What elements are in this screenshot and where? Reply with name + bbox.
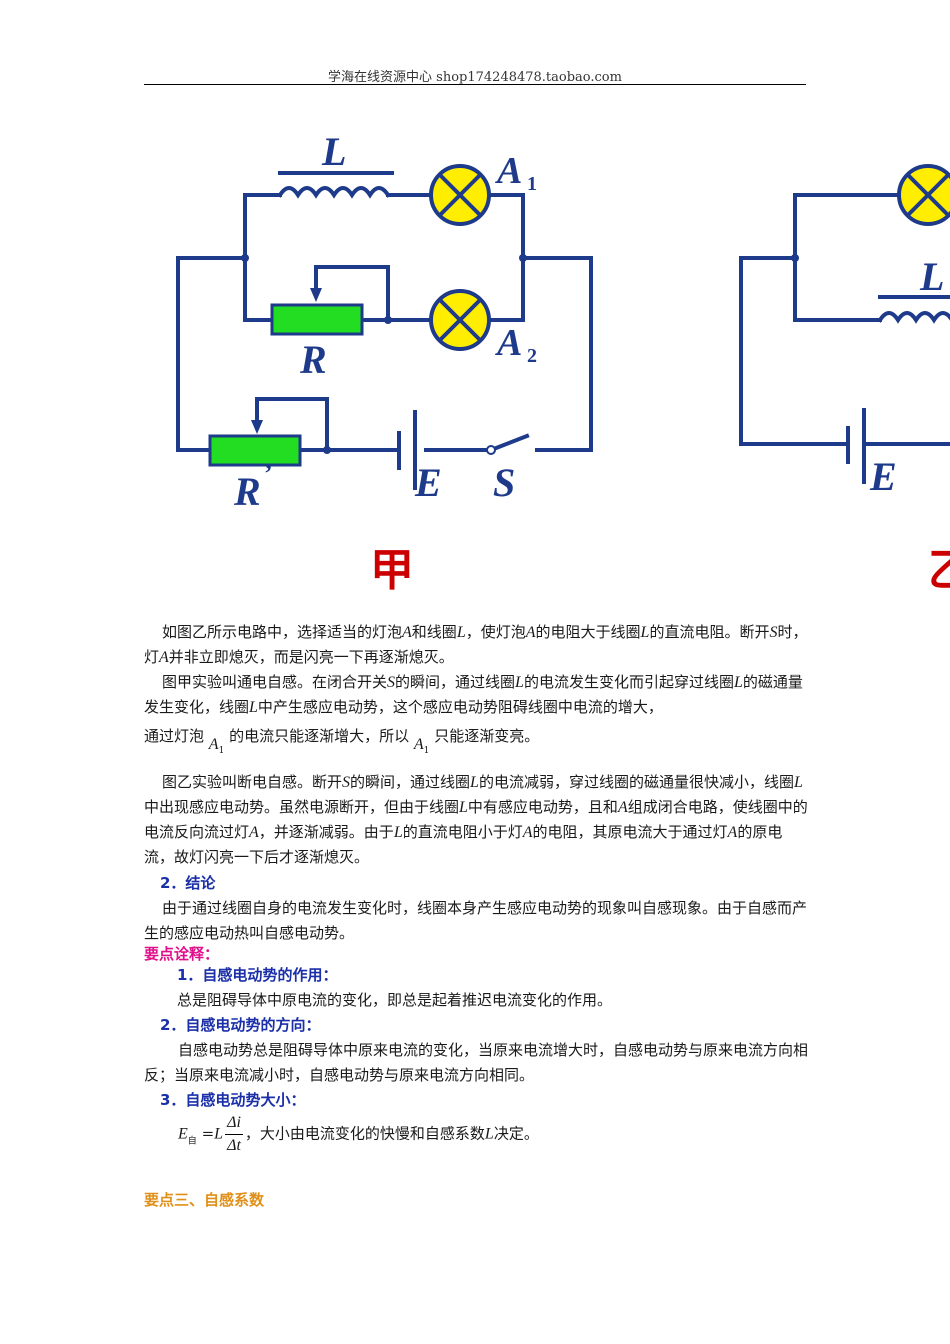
lamp-A1 xyxy=(429,164,491,226)
heading-emf-direction: 2．自感电动势的方向： xyxy=(160,1016,321,1034)
caption-jia: 甲 xyxy=(370,545,414,596)
label-R: R xyxy=(299,337,327,382)
junction-dot xyxy=(384,316,392,324)
label-A1: A xyxy=(495,150,522,192)
junction-dot xyxy=(241,254,249,262)
paragraph-jia-cont: 通过灯泡 A1 的电流只能逐渐增大，所以 A1 只能逐渐变亮。 xyxy=(144,727,540,756)
junction-dot xyxy=(791,254,799,262)
text-emf-function: 总是阻碍导体中原电流的变化，即总是起着推迟电流变化的作用。 xyxy=(177,991,613,1009)
label-S: S xyxy=(493,460,515,505)
label-prime: ’ xyxy=(264,459,273,488)
paragraph-conclusion: 由于通过线圈自身的电流发生变化时，线圈本身产生感应电动势的现象叫自感现象。由于自… xyxy=(144,899,808,942)
inductor-coil-yi xyxy=(877,311,950,324)
label-E-yi: E xyxy=(869,454,897,499)
rheostat-R-prime-arrow xyxy=(251,420,263,434)
circuit-yi xyxy=(739,193,950,484)
caption-yi: 乙 xyxy=(928,545,950,596)
lamp-yi xyxy=(897,164,950,226)
lamp-A2 xyxy=(429,289,491,351)
heading-emf-function: 1．自感电动势的作用： xyxy=(177,966,338,984)
inductor-coil xyxy=(277,186,391,199)
text-emf-direction: 自感电动势总是阻碍导体中原来电流的变化，当原来电流增大时，自感电动势与原来电流方… xyxy=(144,1041,809,1084)
paragraph-yi: 图乙实验叫断电自感。断开S的瞬间，通过线圈L的电流减弱，穿过线圈的磁通量很快减小… xyxy=(144,773,808,866)
rheostat-R-arrow xyxy=(310,288,322,302)
label-A2-sub: 2 xyxy=(527,345,537,367)
heading-emf-magnitude: 3．自感电动势大小： xyxy=(160,1091,306,1109)
heading-section-3: 要点三、自感系数 xyxy=(144,1191,265,1209)
circuit-diagrams: L A 1 A 2 R R ’ E S 甲 L E 乙 xyxy=(176,129,950,596)
switch-lever xyxy=(488,433,530,453)
label-A1-sub: 1 xyxy=(527,173,537,195)
heading-conclusion: 2．结论 xyxy=(160,874,216,892)
label-L: L xyxy=(321,129,346,174)
rheostat-R xyxy=(270,303,364,336)
switch-contact xyxy=(486,445,496,455)
header-rule xyxy=(144,84,806,85)
paragraph-jia: 图甲实验叫通电自感。在闭合开关S的瞬间，通过线圈L的电流发生变化而引起穿过线圈L… xyxy=(144,673,803,716)
heading-key-points: 要点诠释： xyxy=(144,945,220,963)
label-A2: A xyxy=(495,322,522,364)
label-L-yi: L xyxy=(919,254,944,299)
junction-dot xyxy=(519,254,527,262)
rheostat-R-prime xyxy=(208,434,302,467)
label-E: E xyxy=(414,460,442,505)
paragraph-intro: 如图乙所示电路中，选择适当的灯泡A和线圈L，使灯泡A的电阻大于线圈L的直流电阻。… xyxy=(144,623,808,666)
page-header: 学海在线资源中心 shop174248478.taobao.com xyxy=(328,70,622,85)
junction-dot xyxy=(323,446,331,454)
label-R-prime: R xyxy=(233,469,261,514)
